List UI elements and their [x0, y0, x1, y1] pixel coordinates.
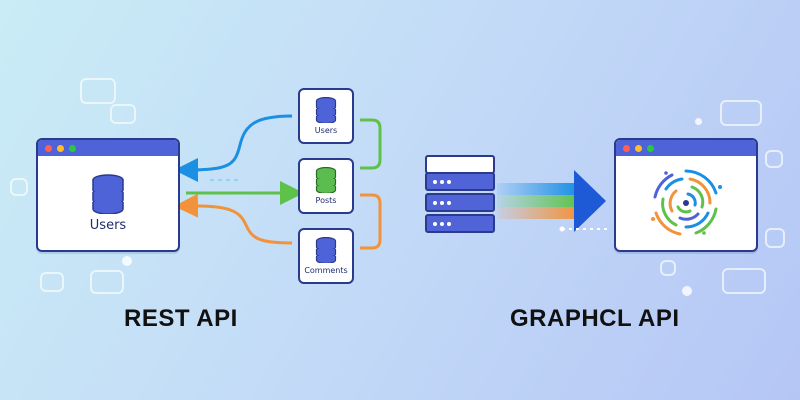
- deco-box: [110, 104, 136, 124]
- deco-box: [660, 260, 676, 276]
- rest-client-window: Users: [36, 138, 180, 252]
- graphql-client-window: [614, 138, 758, 252]
- resource-label: Posts: [315, 196, 337, 205]
- database-icon: [315, 167, 337, 193]
- resource-card-comments: Comments: [298, 228, 354, 284]
- dashed-line-dot: [559, 226, 565, 232]
- arrow-band-green: [497, 195, 579, 207]
- database-icon: [315, 237, 337, 263]
- window-titlebar: [616, 140, 756, 156]
- deco-box: [722, 268, 766, 294]
- rest-api-title: REST API: [124, 305, 238, 332]
- resource-label: Users: [314, 126, 338, 135]
- arrow-band-blue: [497, 183, 579, 195]
- window-titlebar: [38, 140, 178, 156]
- deco-box: [765, 150, 783, 168]
- deco-box: [765, 228, 785, 248]
- database-icon: [315, 97, 337, 123]
- deco-dot: [695, 118, 702, 125]
- client-label: Users: [89, 217, 127, 233]
- deco-box: [40, 272, 64, 292]
- resource-card-users: Users: [298, 88, 354, 144]
- link-posts-comments: [360, 193, 382, 250]
- resource-label: Comments: [304, 266, 348, 275]
- graphql-api-title: GRAPHCL API: [510, 305, 680, 332]
- server-unit: [425, 214, 495, 233]
- server-unit: [425, 193, 495, 212]
- arrow-head: [574, 170, 606, 232]
- deco-dot: [682, 286, 692, 296]
- deco-box: [80, 78, 116, 104]
- arrow-users-to-client: [174, 114, 293, 182]
- swirl-icon: [651, 169, 722, 236]
- deco-dot: [122, 256, 132, 266]
- arrow-band-orange: [497, 207, 579, 219]
- deco-box: [90, 270, 124, 294]
- database-icon: [92, 173, 124, 214]
- server-unit: [425, 172, 495, 191]
- deco-box: [10, 178, 28, 196]
- resource-card-posts: Posts: [298, 158, 354, 214]
- deco-box: [720, 100, 762, 126]
- arrow-comments-to-client: [174, 193, 293, 245]
- link-users-posts: [360, 118, 382, 170]
